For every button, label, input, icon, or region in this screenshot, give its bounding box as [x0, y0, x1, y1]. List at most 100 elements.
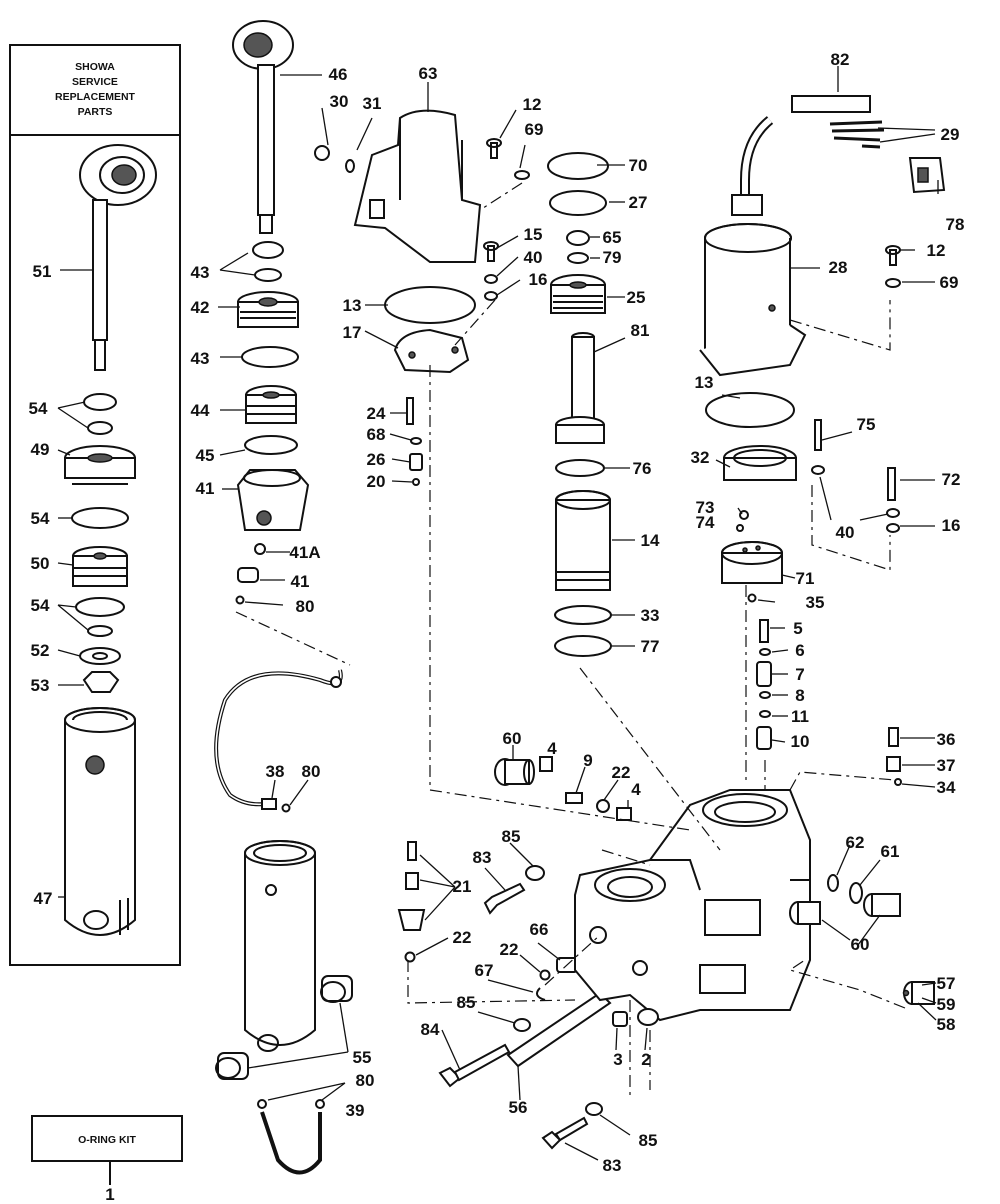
spring-36 — [888, 727, 899, 747]
callout-number: 71 — [796, 569, 815, 588]
callout-number: 68 — [367, 425, 386, 444]
tube-38 — [214, 669, 343, 807]
callout-number: 17 — [343, 323, 362, 342]
callout-number: 50 — [31, 554, 50, 573]
o-ring-22 — [596, 799, 610, 813]
valve-9 — [565, 792, 583, 804]
manifold-housing — [574, 789, 811, 1022]
valve-57-59-58 — [902, 981, 935, 1005]
callout-number: 6 — [795, 641, 804, 660]
piston-50 — [72, 546, 128, 587]
callout-number: 29 — [941, 125, 960, 144]
callout-number: 11 — [791, 707, 809, 726]
callout-number: 58 — [937, 1015, 956, 1034]
valve-60b — [789, 901, 821, 925]
washer-69b — [885, 278, 901, 288]
o-ring-35 — [747, 593, 757, 603]
bolt-84 — [438, 1043, 511, 1088]
callout-number: 40 — [524, 248, 543, 267]
callout-number: 70 — [629, 156, 648, 175]
o-ring-54b — [71, 507, 129, 529]
callout-number: 80 — [356, 1071, 375, 1090]
gland-25 — [550, 274, 606, 314]
callout-number: 81 — [631, 321, 650, 340]
spring-21 — [407, 841, 417, 861]
callout-number: 26 — [367, 450, 386, 469]
callout-number: 61 — [881, 842, 900, 861]
callout-number: 85 — [639, 1131, 658, 1150]
reservoir-cover-63 — [353, 109, 482, 263]
callout-number: 66 — [530, 920, 549, 939]
pump-motor-28 — [699, 116, 807, 377]
o-ring-43b — [241, 346, 299, 368]
valve-10 — [756, 726, 772, 750]
callout-number: 56 — [509, 1098, 528, 1117]
valve-37 — [886, 756, 901, 772]
callout-number: 16 — [942, 516, 961, 535]
callout-number: 62 — [846, 833, 865, 852]
o-ring-41A — [254, 543, 266, 555]
screw-24 — [406, 397, 414, 425]
callout-number: 41 — [196, 479, 215, 498]
washer-85b — [513, 1018, 531, 1032]
callout-kit: 1 — [105, 1185, 114, 1204]
callout-number: 9 — [583, 751, 592, 770]
callout-number: 33 — [641, 606, 660, 625]
ball-34 — [894, 778, 902, 786]
seal-76 — [555, 459, 605, 477]
cylinder-body — [244, 840, 316, 1052]
callout-number: 60 — [503, 729, 522, 748]
callout-number: 21 — [453, 877, 472, 896]
o-ring-31 — [345, 159, 355, 173]
callout-number: 12 — [523, 95, 542, 114]
bushing-3 — [612, 1011, 628, 1027]
callout-number: 85 — [457, 993, 476, 1012]
callout-number: 67 — [475, 961, 494, 980]
o-ring-70 — [547, 152, 609, 180]
o-ring-68 — [410, 437, 422, 445]
gland-49 — [64, 445, 136, 485]
callout-number: 22 — [500, 940, 519, 959]
pump-71 — [721, 541, 783, 584]
washer-40 — [484, 274, 498, 284]
callout-number: 80 — [296, 597, 315, 616]
callout-number: 63 — [419, 64, 438, 83]
o-ring-6 — [759, 648, 771, 656]
bushing-55a — [320, 975, 353, 1003]
o-ring-54c — [75, 597, 125, 617]
service-box-line2: SERVICE — [72, 76, 118, 88]
callout-number: 38 — [266, 762, 285, 781]
service-box-line4: PARTS — [78, 106, 113, 118]
callout-number: 82 — [831, 50, 850, 69]
o-ring-77 — [554, 635, 612, 657]
ball-20 — [412, 478, 420, 486]
connector-78 — [908, 157, 946, 194]
callout-number: 4 — [547, 739, 557, 758]
piston-rod-51 — [79, 144, 157, 371]
seal-54 — [83, 393, 117, 411]
o-ring-80 — [235, 595, 245, 605]
callout-number: 22 — [612, 763, 631, 782]
seal-43 — [252, 241, 284, 259]
callout-number: 12 — [927, 241, 946, 260]
callout-number: 35 — [806, 593, 825, 612]
bolt-83 — [483, 882, 526, 915]
ball-74 — [736, 524, 744, 532]
spring-4b — [616, 807, 632, 821]
o-ring-kit-box — [31, 1115, 183, 1162]
bushing-2 — [637, 1008, 659, 1026]
callout-number: 51 — [33, 262, 52, 281]
valve-26 — [409, 453, 423, 471]
callout-number: 41 — [291, 572, 310, 591]
screw-41 — [237, 567, 259, 583]
o-ring-54d — [87, 625, 113, 637]
callout-number: 10 — [791, 732, 810, 751]
plug-21 — [397, 909, 426, 931]
gland-42 — [237, 291, 299, 328]
cylinder-47 — [64, 707, 136, 936]
service-parts-box — [9, 44, 181, 966]
piston-rod-46 — [232, 20, 294, 234]
tube-39 — [260, 1111, 322, 1175]
washer-40c — [886, 508, 900, 518]
callout-number: 60 — [851, 935, 870, 954]
